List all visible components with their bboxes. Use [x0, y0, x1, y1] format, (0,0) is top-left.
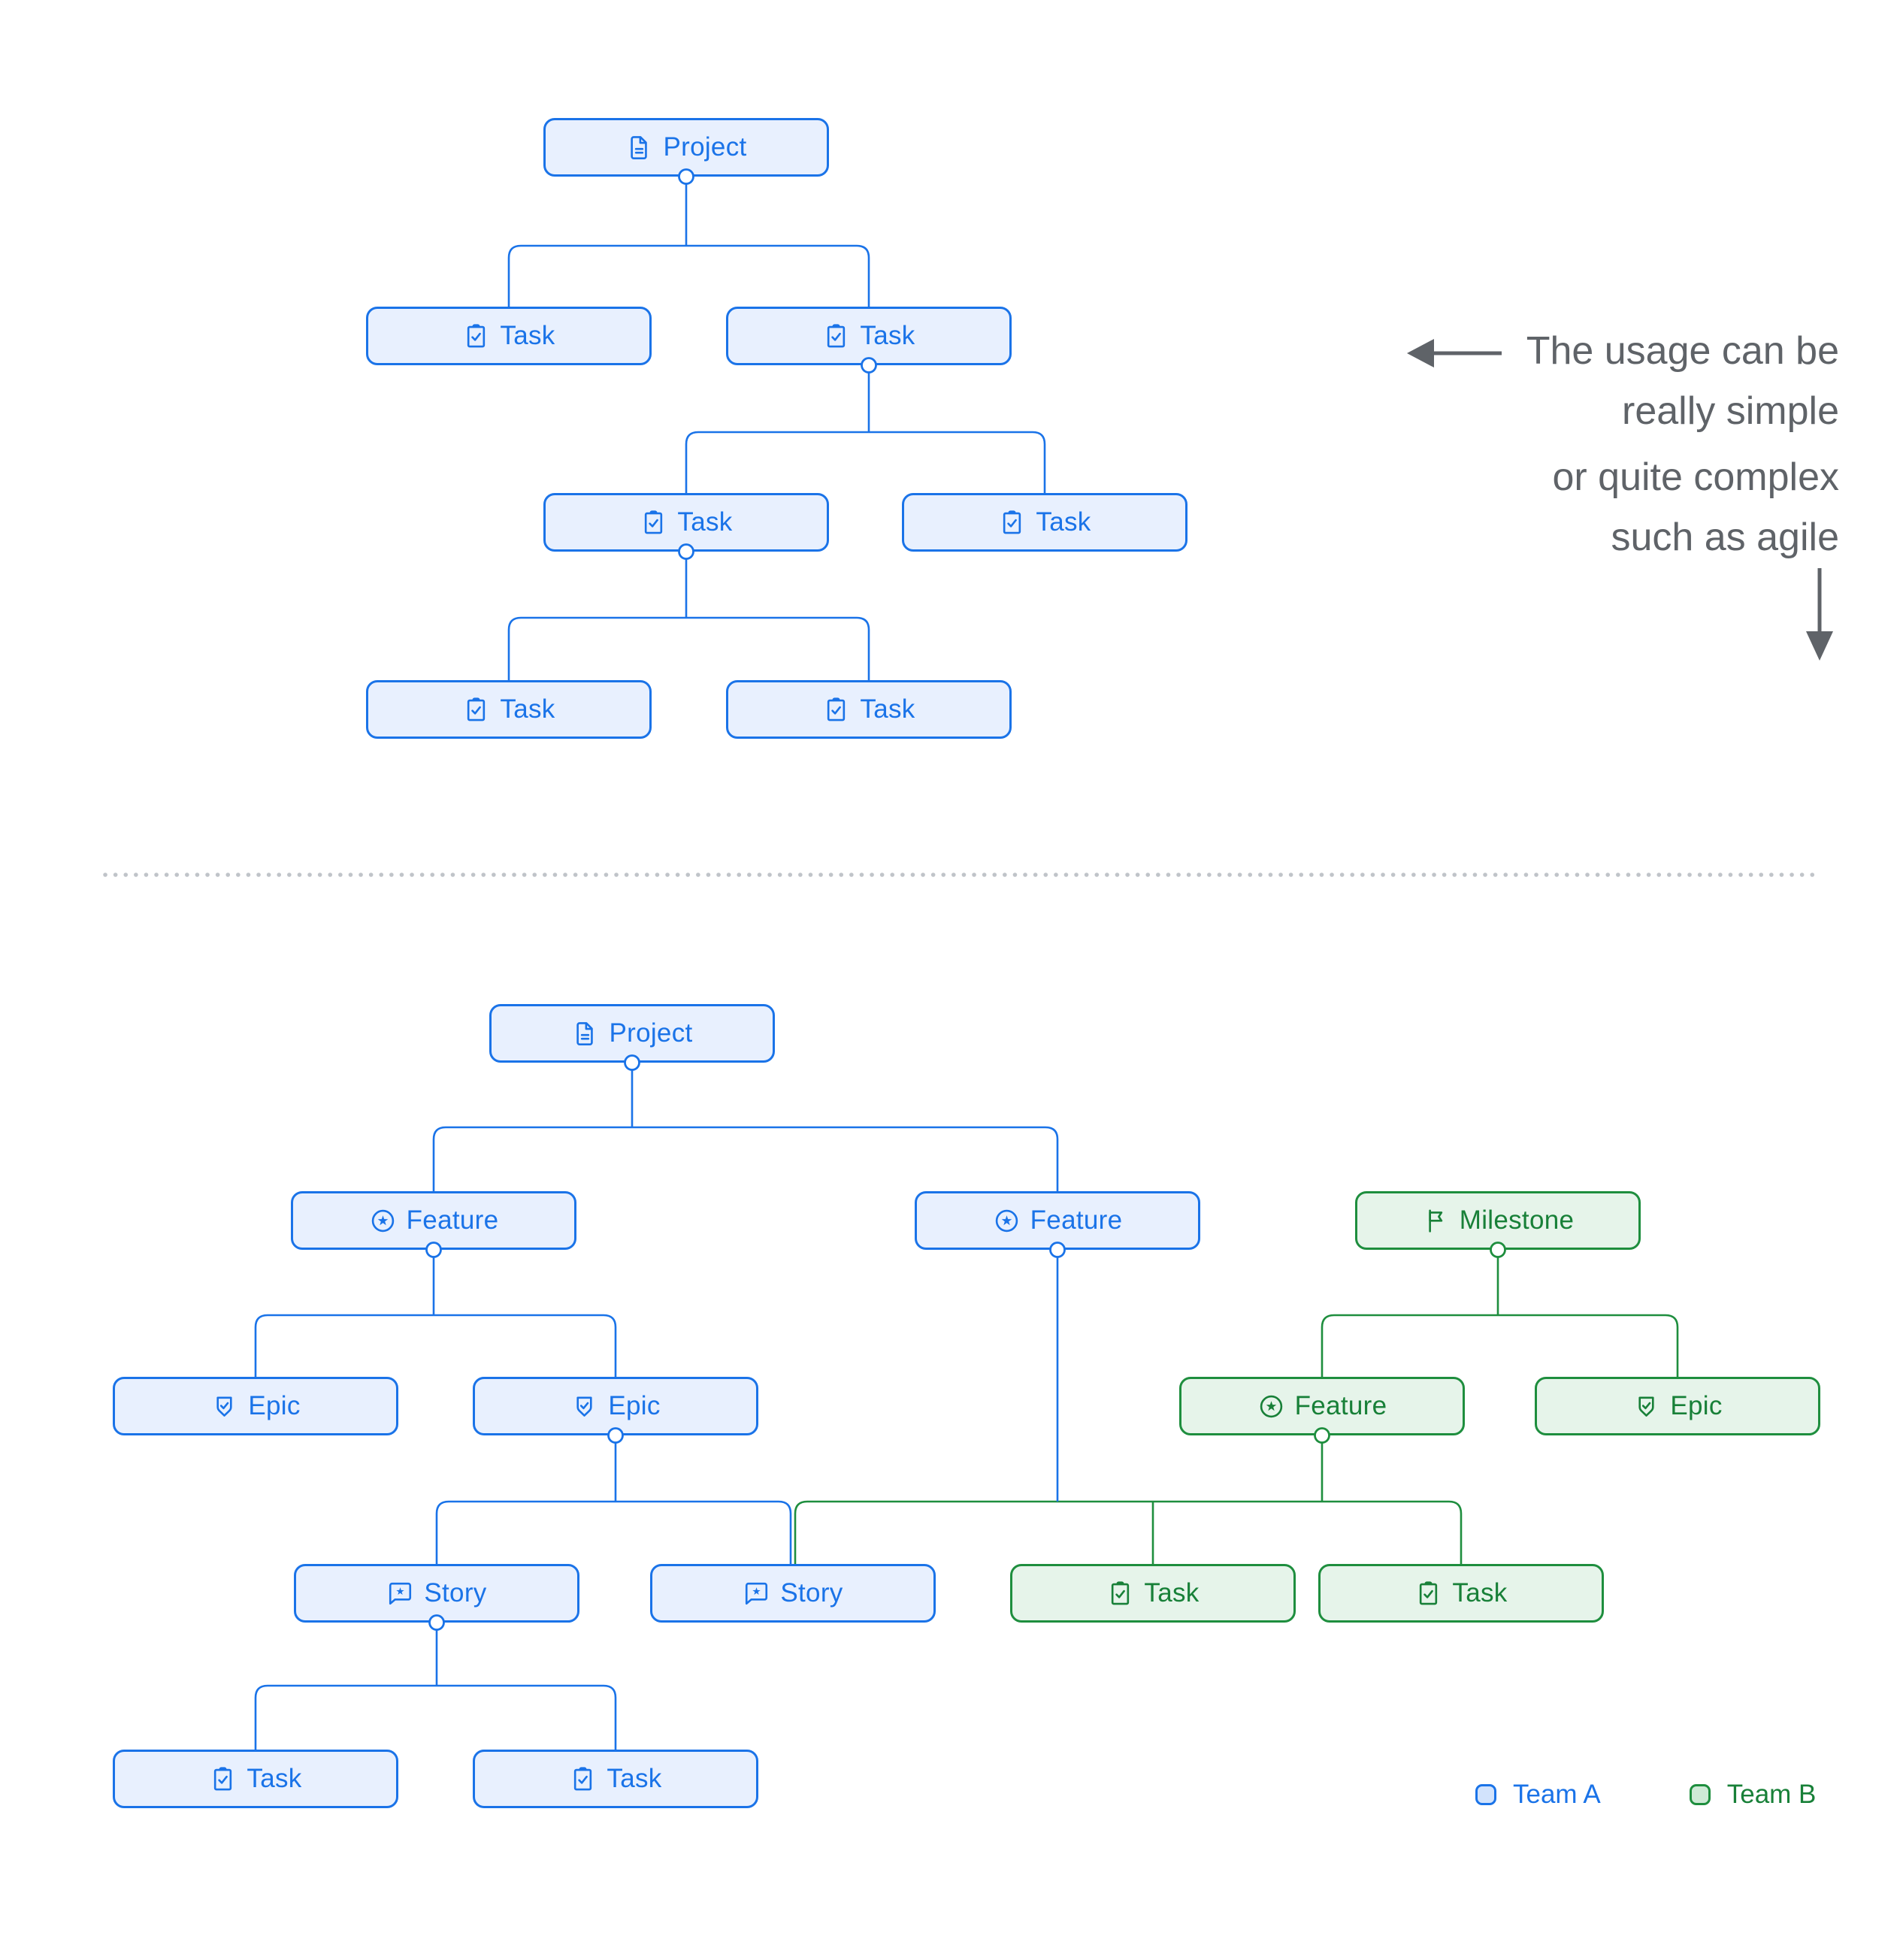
node-task: Task: [366, 680, 652, 739]
task-icon: [569, 1765, 597, 1793]
task-icon: [822, 696, 850, 724]
node-task: Task: [1010, 1564, 1296, 1623]
task-icon: [462, 696, 490, 724]
node-story: Story: [294, 1564, 579, 1623]
task-icon: [998, 509, 1026, 537]
task-icon: [1414, 1580, 1442, 1608]
node-task: Task: [902, 493, 1187, 552]
node-label: Task: [500, 694, 555, 724]
node-label: Task: [1036, 507, 1091, 537]
node-project: Project: [543, 118, 829, 177]
document-icon: [571, 1020, 599, 1048]
node-label: Task: [607, 1764, 662, 1793]
node-feature: Feature: [1179, 1377, 1465, 1435]
task-icon: [209, 1765, 237, 1793]
epic-shield-icon: [570, 1393, 598, 1420]
node-task: Task: [726, 307, 1012, 365]
node-label: Feature: [1030, 1205, 1123, 1235]
epic-shield-icon: [1632, 1393, 1660, 1420]
legend-item-team-a: Team A: [1475, 1780, 1601, 1810]
node-label: Epic: [608, 1391, 661, 1420]
node-feature: Feature: [291, 1191, 576, 1250]
epic-shield-icon: [210, 1393, 238, 1420]
task-icon: [462, 322, 490, 350]
team-a-label: Team A: [1513, 1780, 1601, 1809]
milestone-flag-icon: [1422, 1207, 1450, 1235]
annotation-paragraph-complex: or quite complex such as agile: [1526, 447, 1839, 567]
annotation-line: really simple: [1622, 389, 1839, 433]
node-task: Task: [543, 493, 829, 552]
node-label: Task: [1452, 1578, 1508, 1608]
node-story: Story: [650, 1564, 936, 1623]
feature-star-icon: [369, 1207, 397, 1235]
node-label: Story: [424, 1578, 487, 1608]
node-label: Task: [247, 1764, 302, 1793]
node-label: Epic: [1670, 1391, 1723, 1420]
node-task: Task: [113, 1750, 398, 1808]
node-label: Task: [860, 321, 915, 350]
node-task: Task: [473, 1750, 758, 1808]
annotation-line: such as agile: [1611, 516, 1839, 559]
task-icon: [640, 509, 667, 537]
team-b-label: Team B: [1726, 1780, 1817, 1809]
node-label: Task: [1144, 1578, 1200, 1608]
left-arrow-icon: [1407, 339, 1502, 368]
node-milestone: Milestone: [1355, 1191, 1641, 1250]
team-b-swatch: [1689, 1784, 1711, 1805]
node-project: Project: [489, 1004, 775, 1063]
legend: Team A Team B: [1475, 1780, 1816, 1810]
node-label: Task: [500, 321, 555, 350]
node-epic: Epic: [1535, 1377, 1820, 1435]
node-epic: Epic: [113, 1377, 398, 1435]
node-task: Task: [726, 680, 1012, 739]
node-label: Epic: [248, 1391, 301, 1420]
node-label: Feature: [406, 1205, 499, 1235]
story-chat-icon: [386, 1580, 414, 1608]
feature-star-icon: [1257, 1393, 1285, 1420]
node-task: Task: [1318, 1564, 1604, 1623]
story-chat-icon: [743, 1580, 770, 1608]
annotation-text: The usage can be really simple or quite …: [1526, 321, 1839, 567]
annotation-line: or quite complex: [1552, 455, 1839, 499]
node-label: Project: [663, 132, 747, 162]
node-feature: Feature: [915, 1191, 1200, 1250]
node-label: Task: [860, 694, 915, 724]
task-icon: [822, 322, 850, 350]
annotation-line: The usage can be: [1526, 329, 1839, 373]
node-label: Story: [780, 1578, 843, 1608]
feature-star-icon: [993, 1207, 1021, 1235]
task-icon: [1106, 1580, 1134, 1608]
node-label: Milestone: [1459, 1205, 1575, 1235]
node-label: Feature: [1294, 1391, 1387, 1420]
document-icon: [625, 134, 653, 162]
node-epic: Epic: [473, 1377, 758, 1435]
down-arrow-icon: [1806, 568, 1833, 661]
node-task: Task: [366, 307, 652, 365]
annotation-paragraph-simple: The usage can be really simple: [1526, 321, 1839, 441]
legend-item-team-b: Team B: [1689, 1780, 1817, 1810]
team-a-swatch: [1475, 1784, 1496, 1805]
node-label: Task: [677, 507, 733, 537]
node-label: Project: [609, 1018, 693, 1048]
